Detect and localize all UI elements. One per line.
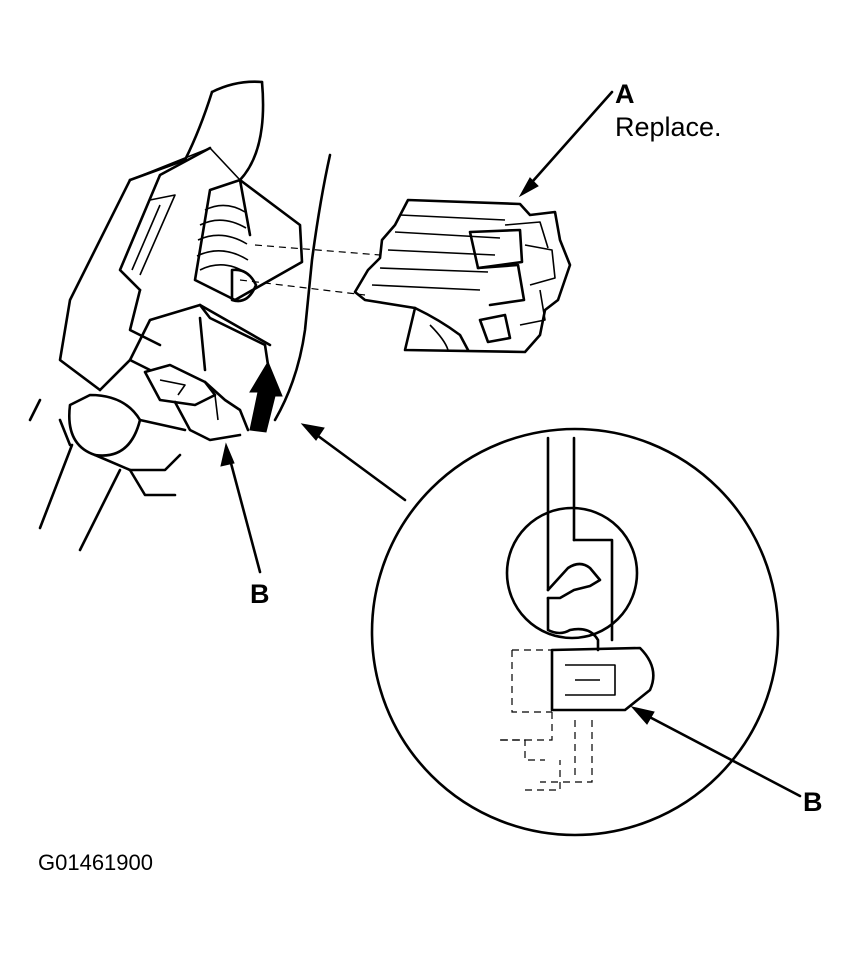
detail-circle [370, 427, 780, 837]
detail-pointer-arrowhead [300, 423, 325, 441]
spring-segment [193, 178, 304, 303]
leader-b-detail [638, 710, 802, 798]
label-a: A [615, 79, 635, 109]
part-a [353, 198, 572, 354]
detail-view [500, 436, 655, 791]
label-b-left: B [250, 579, 270, 609]
label-b-detail: B [803, 787, 823, 817]
leader-a [523, 90, 614, 192]
leader-b-detail-arrowhead [630, 706, 655, 725]
clip-b-left [143, 363, 250, 442]
switch-body [98, 288, 272, 392]
label-a-note: Replace. [615, 112, 722, 142]
leader-b-left-arrowhead [220, 442, 235, 467]
alignment-guide-lower [239, 279, 366, 296]
steering-shaft [28, 398, 122, 552]
leader-a-arrowhead [518, 177, 539, 198]
figure-id: G01461900 [38, 850, 153, 875]
column-housing [58, 80, 332, 422]
detail-pointer-line [308, 428, 407, 502]
column-collar [58, 393, 187, 497]
direction-arrow [249, 360, 283, 433]
leader-b-left [226, 450, 262, 574]
alignment-guide-upper [254, 244, 381, 256]
